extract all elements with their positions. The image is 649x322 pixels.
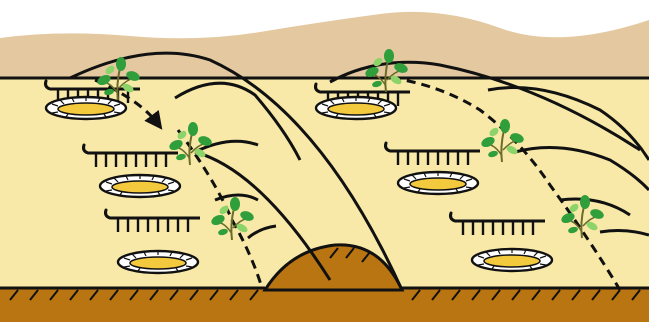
pond-icon: [118, 251, 198, 273]
soil-base: [0, 288, 649, 322]
pond-icon: [46, 97, 126, 119]
pond-icon: [316, 97, 396, 119]
pond-icon: [472, 249, 552, 271]
pond-icon: [398, 172, 478, 194]
pond-icon: [100, 175, 180, 197]
